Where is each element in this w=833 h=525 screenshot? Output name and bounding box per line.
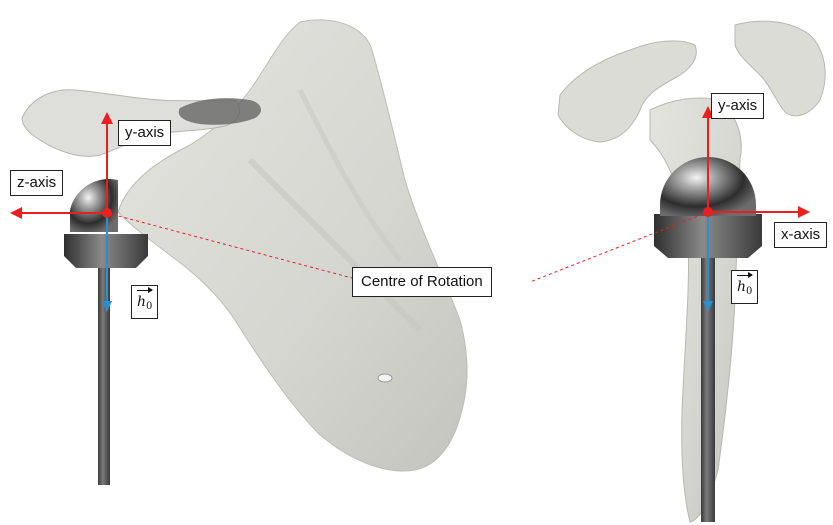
- right-h0-subscript: 0: [746, 286, 752, 297]
- right-view: [558, 21, 825, 522]
- left-h0-symbol: h: [137, 294, 146, 310]
- right-h0-label: h0: [731, 270, 758, 304]
- left-z-axis-label: z-axis: [10, 170, 63, 196]
- left-view: [10, 20, 467, 485]
- right-x-axis-label: x-axis: [774, 222, 827, 248]
- right-h0-symbol: h: [737, 279, 746, 295]
- right-y-axis-label: y-axis: [711, 93, 764, 119]
- left-scapula-body: [118, 20, 467, 471]
- left-implant-sphere: [70, 179, 118, 232]
- centre-of-rotation-label: Centre of Rotation: [352, 267, 492, 297]
- left-implant-stem: [98, 240, 110, 485]
- right-x-axis-arrowhead: [798, 206, 810, 218]
- left-z-axis-arrowhead: [10, 207, 22, 219]
- left-h0-subscript: 0: [146, 301, 152, 312]
- left-h0-label: h0: [131, 285, 158, 319]
- left-y-axis-label: y-axis: [118, 120, 171, 146]
